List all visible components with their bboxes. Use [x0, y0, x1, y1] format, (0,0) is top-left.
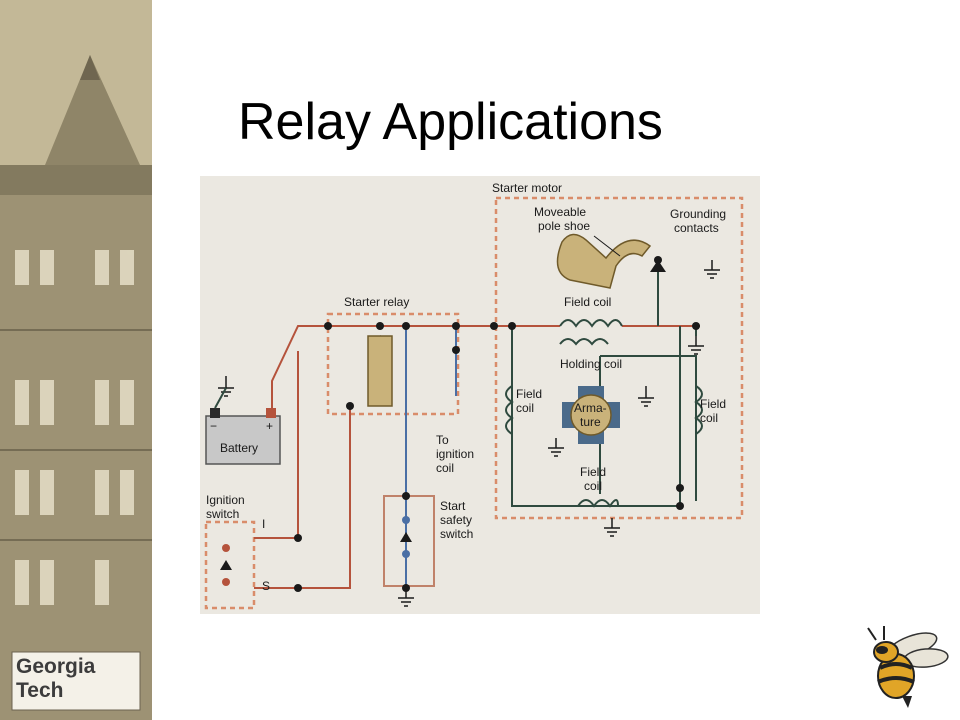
sidebar-campus-image: Georgia Tech: [0, 0, 152, 720]
relay-plunger: [367, 335, 393, 407]
armature: [562, 386, 620, 444]
yellow-jacket-mascot-icon: [862, 622, 952, 714]
field-coil-right: [694, 385, 703, 435]
field-coil-left: [505, 385, 514, 435]
label-field-right-2: coil: [700, 411, 718, 425]
label-grounding-1: Grounding: [670, 207, 726, 221]
label-safety-1: Start: [440, 499, 466, 513]
label-to-ignition-3: coil: [436, 461, 454, 475]
label-grounding-2: contacts: [674, 221, 719, 235]
starter-relay-box: [326, 312, 460, 416]
label-battery-minus: −: [210, 419, 217, 433]
label-terminal-i: I: [262, 517, 265, 531]
label-battery-plus: +: [266, 419, 273, 433]
label-battery: Battery: [220, 441, 258, 455]
circuit-svg: Starter motor Moveable pole shoe Groundi…: [200, 176, 760, 614]
georgia-tech-logo: Georgia Tech: [16, 655, 95, 703]
label-field-bottom-2: coil: [584, 479, 602, 493]
label-safety-2: safety: [440, 513, 472, 527]
logo-line-1: Georgia: [16, 655, 96, 678]
label-moveable-1: Moveable: [534, 205, 586, 219]
tower-illustration: [0, 0, 152, 720]
label-ignition-2: switch: [206, 507, 239, 521]
label-field-left-1: Field: [516, 387, 542, 401]
battery: [205, 387, 281, 465]
label-ignition-1: Ignition: [206, 493, 245, 507]
label-armature-1: Arma-: [574, 401, 607, 415]
label-to-ignition-2: ignition: [436, 447, 474, 461]
label-field-bottom-1: Field: [580, 465, 606, 479]
label-safety-3: switch: [440, 527, 473, 541]
moveable-pole-shoe: [556, 233, 652, 289]
label-starter-relay: Starter relay: [344, 295, 409, 309]
label-holding-coil: Holding coil: [560, 357, 622, 371]
label-starter-motor: Starter motor: [492, 181, 562, 195]
label-field-coil-top: Field coil: [564, 295, 611, 309]
slide-title: Relay Applications: [238, 93, 663, 151]
label-terminal-s: S: [262, 579, 270, 593]
label-moveable-2: pole shoe: [538, 219, 590, 233]
holding-coil: [559, 338, 609, 346]
field-coil-bottom: [577, 499, 619, 508]
starter-motor-box: [494, 196, 744, 520]
label-field-right-1: Field: [700, 397, 726, 411]
field-coil-top: [559, 319, 623, 328]
label-to-ignition-1: To: [436, 433, 449, 447]
relay-circuit-diagram: Starter motor Moveable pole shoe Groundi…: [200, 176, 760, 614]
logo-line-2: Tech: [16, 679, 64, 702]
label-field-left-2: coil: [516, 401, 534, 415]
label-armature-2: ture: [580, 415, 601, 429]
ignition-switch-box: [204, 520, 256, 610]
